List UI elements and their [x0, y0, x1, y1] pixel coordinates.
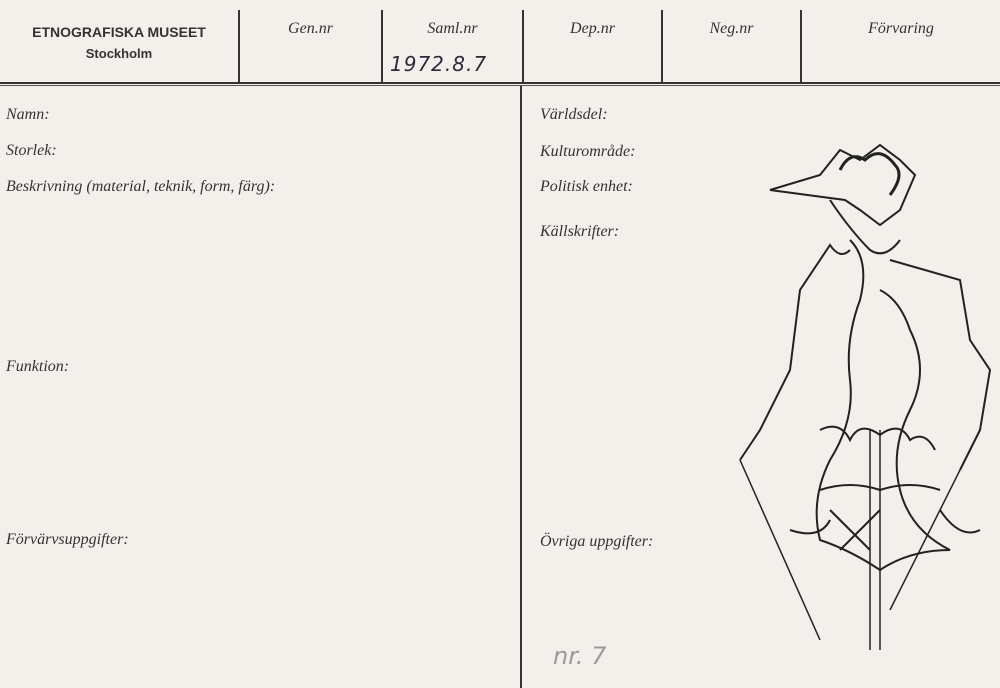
- field-ovriga-uppgifter: Övriga uppgifter:: [540, 533, 654, 550]
- divider: [238, 10, 240, 82]
- field-kulturomrade: Kulturområde:: [540, 143, 636, 160]
- neg-nr-label: Neg.nr: [709, 20, 754, 37]
- field-varldsdel: Världsdel:: [540, 106, 608, 123]
- header-rule: [0, 82, 1000, 84]
- saml-nr-label: Saml.nr: [427, 20, 478, 37]
- divider: [522, 10, 524, 82]
- divider: [800, 10, 802, 82]
- field-politisk-enhet: Politisk enhet:: [540, 178, 633, 195]
- field-kallskrifter: Källskrifter:: [540, 223, 620, 240]
- card-header: ETNOGRAFISKA MUSEET Stockholm Gen.nr Sam…: [0, 0, 1000, 86]
- center-divider: [520, 86, 522, 688]
- field-funktion: Funktion:: [6, 358, 70, 375]
- field-beskrivning: Beskrivning (material, teknik, form, fär…: [6, 178, 276, 195]
- divider: [381, 10, 383, 82]
- header-rule: [0, 85, 1000, 86]
- field-storlek: Storlek:: [6, 142, 57, 159]
- forvaring-label: Förvaring: [868, 20, 934, 37]
- saml-nr-value: 1972.8.7: [390, 52, 488, 76]
- gen-nr-label: Gen.nr: [288, 20, 333, 37]
- handwritten-note: nr. 7: [553, 642, 607, 670]
- wayang-puppet-drawing: [739, 143, 992, 650]
- dep-nr-label: Dep.nr: [570, 20, 615, 37]
- museum-title: ETNOGRAFISKA MUSEET Stockholm: [14, 24, 224, 61]
- field-namn: Namn:: [6, 106, 50, 123]
- field-forvarvsuppgifter: Förvärvsuppgifter:: [6, 531, 129, 548]
- divider: [661, 10, 663, 82]
- museum-name: ETNOGRAFISKA MUSEET: [32, 24, 206, 40]
- museum-city: Stockholm: [85, 46, 153, 61]
